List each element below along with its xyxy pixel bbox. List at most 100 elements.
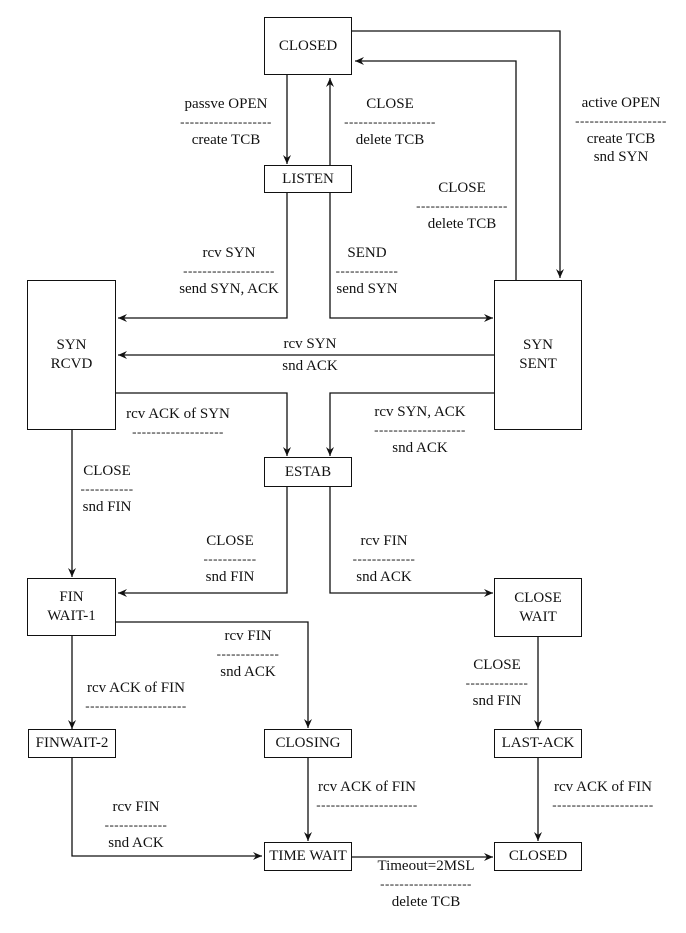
arrow-finwait2-rcv-fin [71, 758, 262, 860]
arrow-rcv-syn-ack [326, 392, 494, 456]
event: passve OPEN [184, 96, 268, 112]
label-synsent-rcv-syn-event: rcv SYN [270, 335, 350, 353]
separator: ------------------- [380, 876, 472, 891]
separator: ------------------- [183, 263, 275, 278]
event: rcv SYN, ACK [374, 404, 466, 420]
action: snd ACK [356, 569, 412, 585]
event: rcv ACK of SYN [126, 406, 230, 422]
state-label: SYN [56, 337, 87, 353]
event: rcv FIN [112, 799, 160, 815]
state-label: RCVD [50, 356, 93, 372]
state-label: SENT [519, 356, 557, 372]
label-finwait1-rcv-ack: rcv ACK of FIN --------------------- [80, 679, 192, 715]
arrow-listen-rcv-syn [118, 193, 288, 322]
label-finwait2-rcv-fin: rcv FIN ------------- snd ACK [101, 798, 171, 852]
state-fin-wait-2: FINWAIT-2 [28, 729, 116, 758]
state-syn-sent: SYN SENT [494, 280, 582, 430]
arrow-estab-rcv-fin [329, 487, 493, 597]
action: snd ACK [220, 664, 276, 680]
event: CLOSE [473, 657, 521, 673]
separator: ------------------- [132, 424, 224, 439]
separator: ------------------- [416, 198, 508, 213]
separator: ----------- [80, 481, 134, 496]
state-label: CLOSED [278, 37, 338, 54]
label-listen-send: SEND ------------- send SYN [331, 244, 403, 298]
action: snd ACK [392, 440, 448, 456]
action: delete TCB [427, 216, 497, 232]
event: rcv SYN [283, 336, 337, 352]
action: snd ACK [108, 835, 164, 851]
separator: --------------------- [552, 797, 654, 812]
event: CLOSE [366, 96, 414, 112]
state-last-ack: LAST-ACK [494, 729, 582, 758]
state-label: CLOSED [508, 848, 568, 864]
separator: --------------------- [316, 797, 418, 812]
separator: ------------- [335, 263, 399, 278]
state-listen: LISTEN [264, 165, 352, 193]
event: rcv ACK of FIN [87, 680, 185, 696]
label-finwait1-rcv-fin: rcv FIN ------------- snd ACK [213, 627, 283, 681]
state-fin-wait-1: FIN WAIT-1 [27, 578, 116, 636]
action: snd FIN [472, 693, 522, 709]
state-label: WAIT-1 [47, 608, 96, 624]
action: create TCB [586, 131, 656, 147]
state-label: FIN [59, 589, 84, 605]
label-lastack-rcv-ack: rcv ACK of FIN --------------------- [547, 778, 659, 814]
state-closed-bottom: CLOSED [494, 842, 582, 871]
separator: ------------- [104, 817, 168, 832]
event: CLOSE [206, 533, 254, 549]
state-label: SYN [522, 337, 553, 353]
separator: ------------------- [344, 114, 436, 129]
action: snd ACK [282, 358, 338, 374]
label-estab-close: CLOSE ----------- snd FIN [200, 532, 260, 586]
separator: ------------------- [180, 114, 272, 129]
event: rcv FIN [224, 628, 272, 644]
arrow-listen-send [329, 193, 493, 322]
state-label: TIME WAIT [269, 848, 347, 864]
label-rcv-syn-ack: rcv SYN, ACK ------------------- snd ACK [364, 403, 476, 457]
label-closewait-close: CLOSE ------------- snd FIN [462, 656, 532, 710]
arrow-active-open [352, 30, 564, 278]
label-estab-rcv-fin: rcv FIN ------------- snd ACK [349, 532, 419, 586]
state-syn-rcvd: SYN RCVD [27, 280, 116, 430]
event: rcv ACK of FIN [554, 779, 652, 795]
label-timeout: Timeout=2MSL ------------------- delete … [370, 857, 482, 911]
state-label: LISTEN [282, 170, 334, 187]
separator: ------------------- [575, 113, 667, 128]
action: delete TCB [391, 894, 461, 910]
event: rcv SYN [202, 245, 256, 261]
label-synsent-rcv-syn-action: snd ACK [270, 357, 350, 375]
arrow-estab-close [118, 487, 288, 597]
label-listen-close: CLOSE ------------------- delete TCB [334, 95, 446, 149]
separator: ----------- [203, 551, 257, 566]
event: rcv ACK of FIN [318, 779, 416, 795]
event: rcv FIN [360, 533, 408, 549]
state-time-wait: TIME WAIT [264, 842, 352, 871]
event: CLOSE [83, 463, 131, 479]
state-label: CLOSE [514, 589, 562, 606]
label-passive-open: passve OPEN ------------------- create T… [168, 95, 284, 149]
state-closing: CLOSING [264, 729, 352, 758]
state-label: LAST-ACK [501, 735, 575, 751]
action: create TCB [191, 132, 261, 148]
action: snd FIN [205, 569, 255, 585]
action: send SYN, ACK [179, 281, 279, 297]
label-active-open: active OPEN ------------------- create T… [565, 94, 677, 166]
state-label: CLOSING [275, 735, 341, 751]
event: SEND [347, 245, 387, 261]
arrow-rcv-ack-of-syn [116, 392, 291, 456]
state-estab: ESTAB [264, 457, 352, 487]
label-rcv-ack-of-syn: rcv ACK of SYN ------------------- [118, 405, 238, 441]
action: snd FIN [82, 499, 132, 515]
event: active OPEN [581, 95, 661, 111]
state-label: ESTAB [284, 463, 332, 480]
action: snd SYN [593, 149, 649, 165]
separator: ------------- [216, 646, 280, 661]
label-synrcvd-close: CLOSE ----------- snd FIN [78, 462, 136, 516]
arrow-finwait1-rcv-fin [116, 621, 312, 728]
state-closed-top: CLOSED [264, 17, 352, 75]
state-close-wait: CLOSE WAIT [494, 578, 582, 637]
arrow-synsent-close [355, 57, 517, 280]
